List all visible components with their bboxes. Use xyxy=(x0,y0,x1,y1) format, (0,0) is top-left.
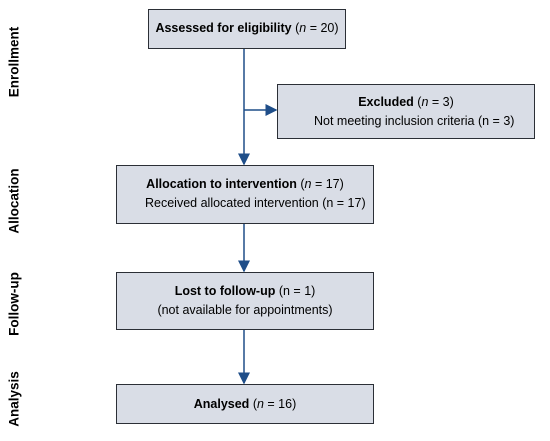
box-excluded: Excluded (n = 3) Not meeting inclusion c… xyxy=(277,84,535,139)
allocation-title: Allocation to intervention xyxy=(146,177,297,191)
assessed-n-symbol: n xyxy=(299,21,307,35)
excluded-n-symbol: n xyxy=(421,95,429,109)
box-allocation: Allocation to intervention (n = 17) Rece… xyxy=(116,165,374,224)
lost-title-line: Lost to follow-up (n = 1) xyxy=(117,282,373,301)
analysed-n-symbol: n xyxy=(256,397,264,411)
excluded-detail: Not meeting inclusion criteria (n = 3) xyxy=(314,114,515,128)
excluded-n-value: = 3 xyxy=(428,95,450,109)
assessed-title-line: Assessed for eligibility (n = 20) xyxy=(155,21,339,35)
box-analysed: Analysed (n = 16) xyxy=(116,384,374,424)
lost-detail: (not available for appointments) xyxy=(157,303,333,317)
analysed-title-line: Analysed (n = 16) xyxy=(193,397,297,411)
assessed-n-value: = 20 xyxy=(306,21,335,35)
excluded-title: Excluded xyxy=(358,95,414,109)
allocation-n-value: = 17 xyxy=(311,177,340,191)
lost-n: (n = 1) xyxy=(275,284,316,298)
box-lost-to-followup: Lost to follow-up (n = 1) (not available… xyxy=(116,272,374,330)
allocation-title-line: Allocation to intervention (n = 17) xyxy=(146,177,344,191)
lost-title: Lost to follow-up xyxy=(174,284,276,298)
allocation-n-symbol: n xyxy=(304,177,312,191)
analysed-title: Analysed xyxy=(193,397,250,411)
excluded-title-line: Excluded (n = 3) xyxy=(358,95,454,109)
assessed-title: Assessed for eligibility xyxy=(155,21,292,35)
analysed-n-value: = 16 xyxy=(263,397,293,411)
box-assessed: Assessed for eligibility (n = 20) xyxy=(148,9,346,49)
allocation-detail: Received allocated intervention (n = 17) xyxy=(145,196,366,210)
